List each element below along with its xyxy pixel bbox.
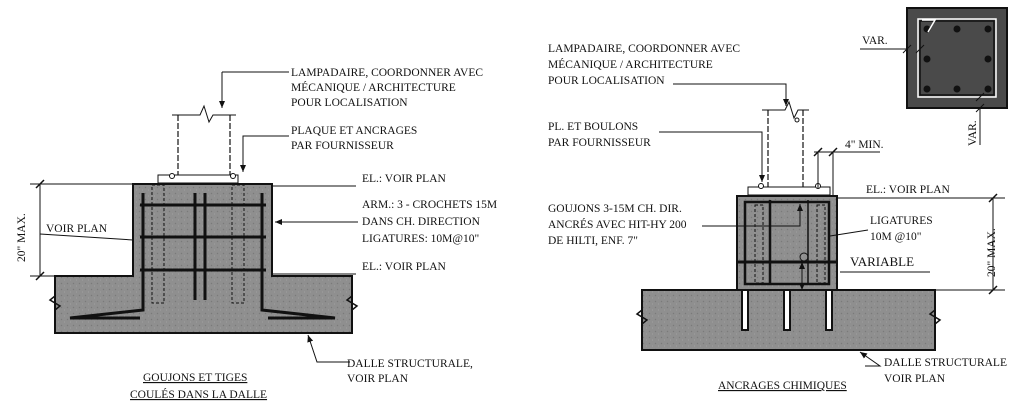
right-dowel-note-1: GOUJONS 3-15M CH. DIR. bbox=[548, 203, 682, 215]
right-variable: VARIABLE bbox=[850, 254, 914, 269]
left-rebar-note-1: ARM.: 3 - CROCHETS 15M bbox=[362, 199, 497, 211]
right-el-top: EL.: VOIR PLAN bbox=[866, 184, 950, 196]
right-dim-height: 20" MAX. bbox=[986, 228, 998, 277]
left-detail: LAMPADAIRE, COORDONNER AVEC MÉCANIQUE / … bbox=[16, 67, 497, 401]
section-var-vertical: VAR. bbox=[967, 120, 979, 146]
right-dowel-note-3: DE HILTI, ENF. 7" bbox=[548, 235, 638, 247]
left-rebar-note-2: DANS CH. DIRECTION bbox=[362, 216, 481, 228]
left-el-bottom: EL.: VOIR PLAN bbox=[362, 261, 446, 273]
right-detail: LAMPADAIRE, COORDONNER AVEC MÉCANIQUE / … bbox=[548, 7, 1008, 392]
left-plate-note-1: PLAQUE ET ANCRAGES bbox=[291, 125, 417, 137]
left-slab-break-right bbox=[345, 276, 359, 333]
left-title-1: GOUJONS ET TIGES bbox=[143, 372, 247, 384]
right-lamp-note-1: LAMPADAIRE, COORDONNER AVEC bbox=[548, 43, 740, 55]
left-lamp-note-3: POUR LOCALISATION bbox=[291, 97, 408, 109]
left-slab-break-left bbox=[48, 276, 62, 333]
left-plate-note-2: PAR FOURNISSEUR bbox=[291, 140, 394, 152]
right-plate-note-1: PL. ET BOULONS bbox=[548, 121, 638, 133]
left-el-top: EL.: VOIR PLAN bbox=[362, 173, 446, 185]
left-lamp-note-1: LAMPADAIRE, COORDONNER AVEC bbox=[291, 67, 483, 79]
right-min-dim: 4" MIN. bbox=[845, 139, 884, 151]
left-base-plate bbox=[157, 174, 239, 184]
right-lamp-note-2: MÉCANIQUE / ARCHITECTURE bbox=[548, 57, 713, 71]
right-slab-note-2: VOIR PLAN bbox=[884, 373, 946, 385]
left-anchor-bolts bbox=[151, 184, 245, 304]
right-base-plate bbox=[747, 186, 831, 196]
left-dim-height: 20" MAX. bbox=[16, 213, 28, 262]
right-ties-note-1: LIGATURES bbox=[870, 215, 933, 227]
section-var-horizontal: VAR. bbox=[862, 35, 888, 47]
right-plate-note-2: PAR FOURNISSEUR bbox=[548, 137, 651, 149]
left-slab-note-1: DALLE STRUCTURALE, bbox=[347, 358, 473, 370]
left-rebars bbox=[69, 193, 336, 320]
left-lamp-note-2: MÉCANIQUE / ARCHITECTURE bbox=[291, 80, 456, 94]
right-pedestal bbox=[736, 195, 838, 291]
left-slab-note-2: VOIR PLAN bbox=[347, 373, 409, 385]
right-title: ANCRAGES CHIMIQUES bbox=[718, 380, 847, 392]
right-ties-note-2: 10M @10" bbox=[870, 231, 921, 243]
column-section bbox=[860, 7, 1008, 145]
left-rebar-note-3: LIGATURES: 10M@10" bbox=[362, 233, 479, 245]
left-title-2: COULÉS DANS LA DALLE bbox=[130, 387, 267, 401]
right-slab-note-1: DALLE STRUCTURALE bbox=[884, 357, 1007, 369]
right-dowel-note-2: ANCRÉS AVEC HIT-HY 200 bbox=[548, 217, 687, 231]
right-lamp-note-3: POUR LOCALISATION bbox=[548, 75, 665, 87]
left-voir-plan: VOIR PLAN bbox=[46, 223, 108, 235]
